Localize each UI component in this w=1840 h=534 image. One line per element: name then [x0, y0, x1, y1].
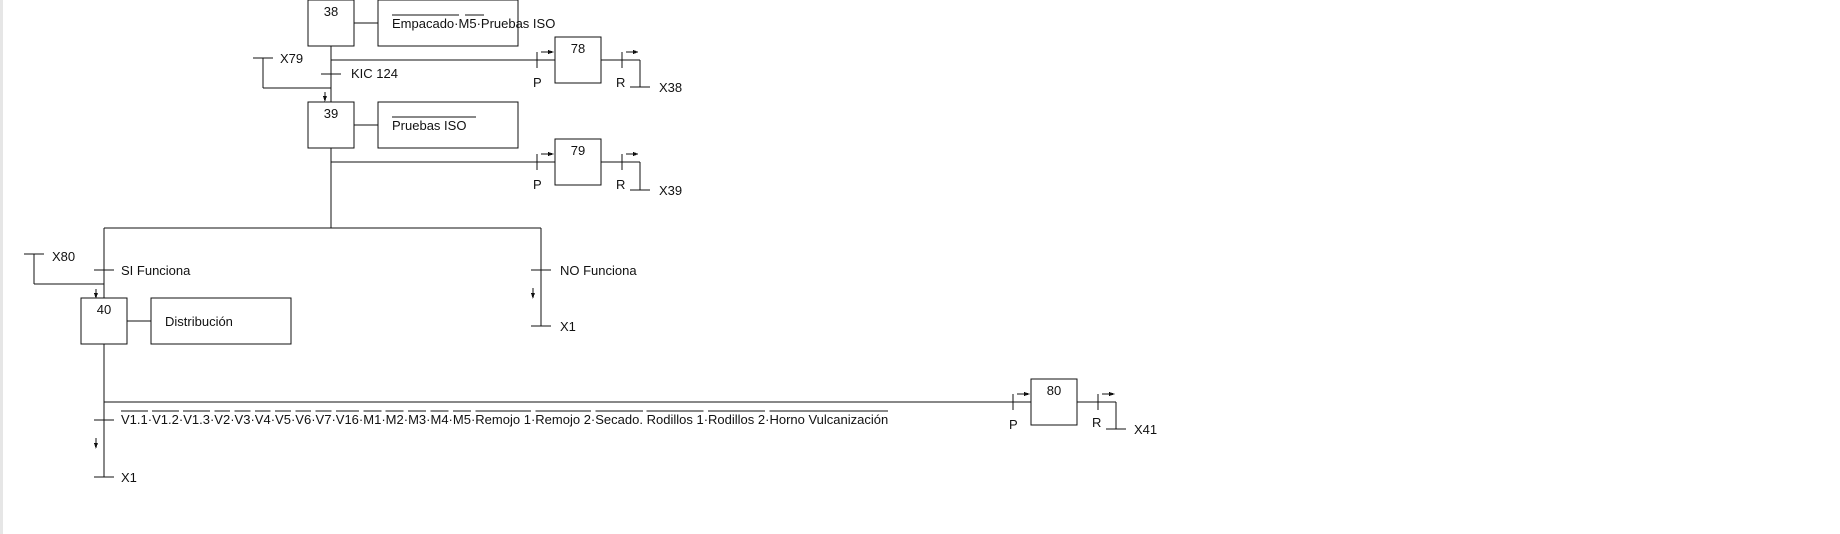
and-separator: ·	[311, 412, 315, 427]
macro-80-p-label: P	[1009, 417, 1018, 432]
action-38-box[interactable]	[377, 0, 519, 47]
and-separator: ·	[531, 412, 535, 427]
macro-78-r-label: R	[616, 75, 625, 90]
and-separator: ·	[230, 412, 234, 427]
negated-variable: Rodillos 2	[708, 412, 765, 427]
x41-label: X41	[1134, 422, 1157, 437]
step-40-number: 40	[97, 302, 111, 317]
action-38-part-pruebas: ·Pruebas ISO	[477, 16, 556, 31]
negated-variable: M1	[363, 412, 381, 427]
x1-jump-a-label: X1	[560, 319, 576, 334]
and-separator: ·	[591, 412, 595, 427]
x1-jump-b-label: X1	[121, 470, 137, 485]
negated-variable: V2	[214, 412, 230, 427]
negated-variable: Secado.	[595, 412, 643, 427]
step-38-number: 38	[324, 4, 338, 19]
macro-79-r-arrowhead	[633, 152, 639, 156]
macro-step-78-number: 78	[571, 41, 585, 56]
macro-step-79-number: 79	[571, 143, 585, 158]
and-separator: ·	[179, 412, 183, 427]
and-separator: ·	[250, 412, 254, 427]
negated-variable: V3	[235, 412, 251, 427]
negated-variable: V7	[316, 412, 332, 427]
negated-variable: Remojo 1	[475, 412, 531, 427]
and-separator: ·	[359, 412, 363, 427]
and-separator: ·	[148, 412, 152, 427]
transition-no-funciona-label: NO Funciona	[560, 263, 637, 278]
action-39-box[interactable]	[377, 101, 519, 149]
x79-arrowhead	[323, 96, 327, 102]
action-40-box[interactable]	[150, 297, 292, 345]
negated-variable: M5	[453, 412, 471, 427]
transition-final-condition: V1.1·V1.2·V1.3·V2·V3·V4·V5·V6·V7·V16·M1·…	[121, 412, 888, 427]
x38-label: X38	[659, 80, 682, 95]
macro-step-80-number: 80	[1047, 383, 1061, 398]
action-38-text: Empacado·M5·Pruebas ISO	[392, 16, 555, 31]
window-left-edge	[0, 0, 3, 534]
x80-label: X80	[52, 249, 75, 264]
negated-variable: V1.1	[121, 412, 148, 427]
x80-arrowhead	[94, 293, 98, 299]
action-39-text: Pruebas ISO	[392, 118, 466, 133]
macro-80-r-arrowhead	[1109, 392, 1115, 396]
negated-variable: M4	[430, 412, 448, 427]
no-branch-arrowhead	[531, 293, 535, 299]
final-arrowhead	[94, 443, 98, 449]
negated-variable: V6	[295, 412, 311, 427]
x79-label: X79	[280, 51, 303, 66]
and-separator: ·	[271, 412, 275, 427]
step-39-number: 39	[324, 106, 338, 121]
negated-variable: M2	[386, 412, 404, 427]
and-separator: ·	[449, 412, 453, 427]
and-separator: ·	[291, 412, 295, 427]
macro-78-r-arrowhead	[633, 50, 639, 54]
negated-variable: M3	[408, 412, 426, 427]
action-40-text: Distribución	[165, 314, 233, 329]
negated-variable: V1.3	[183, 412, 210, 427]
macro-79-r-label: R	[616, 177, 625, 192]
negated-variable: V5	[275, 412, 291, 427]
negated-variable: Horno Vulcanización	[769, 412, 888, 427]
macro-79-p-label: P	[533, 177, 542, 192]
negated-variable: V4	[255, 412, 271, 427]
and-separator: ·	[765, 412, 769, 427]
transition-si-funciona-label: SI Funciona	[121, 263, 191, 278]
and-separator: ·	[426, 412, 430, 427]
x39-label: X39	[659, 183, 682, 198]
macro-80-p-arrowhead	[1024, 392, 1030, 396]
macro-78-p-label: P	[533, 75, 542, 90]
macro-80-r-label: R	[1092, 415, 1101, 430]
and-separator: ·	[381, 412, 385, 427]
negated-variable: V1.2	[152, 412, 179, 427]
and-separator: ·	[331, 412, 335, 427]
macro-79-p-arrowhead	[548, 152, 554, 156]
and-separator: ·	[404, 412, 408, 427]
negated-variable: Remojo 2	[535, 412, 591, 427]
and-separator: ·	[471, 412, 475, 427]
macro-78-p-arrowhead	[548, 50, 554, 54]
and-separator: ·	[704, 412, 708, 427]
transition-kic124-label: KIC 124	[351, 66, 398, 81]
action-38-part-m5: M5	[459, 16, 477, 31]
action-38-part-dot: ·	[454, 16, 458, 31]
action-38-part-empacado: Empacado	[392, 16, 454, 31]
and-separator: ·	[210, 412, 214, 427]
negated-variable: V16	[336, 412, 359, 427]
negated-variable: Rodillos 1	[647, 412, 704, 427]
